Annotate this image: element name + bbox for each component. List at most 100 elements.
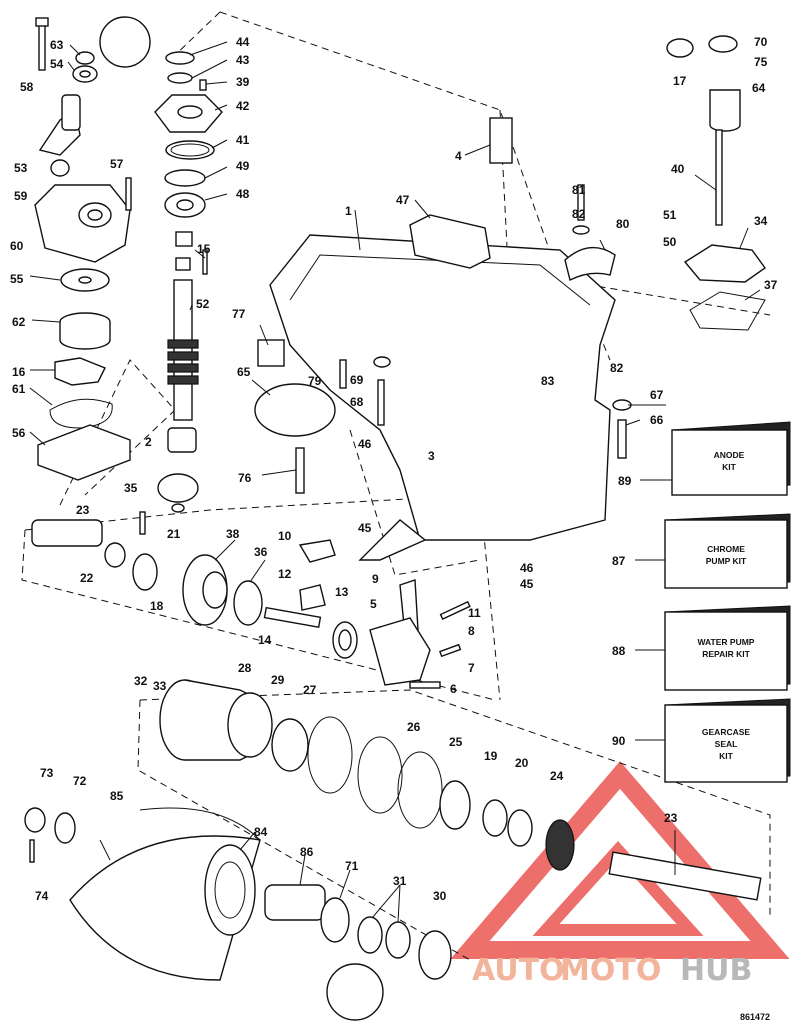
callout-label: 83 <box>541 374 555 388</box>
callout-label: 55 <box>10 272 24 286</box>
kit-label-line: GEARCASE <box>702 727 751 737</box>
kit-box-chrome-pump <box>635 513 791 589</box>
callout-label: 62 <box>12 315 26 329</box>
watermark-logo <box>450 761 790 959</box>
callout-label: 43 <box>236 53 250 67</box>
kit-number: 89 <box>618 474 632 488</box>
kit-number: 88 <box>612 644 626 658</box>
parts <box>24 16 766 1021</box>
callout-label: 28 <box>238 661 252 675</box>
callout-label: 77 <box>232 307 246 321</box>
kit-label-line: WATER PUMP <box>698 637 755 647</box>
callout-label: 34 <box>754 214 768 228</box>
callout-label: 23 <box>76 503 90 517</box>
callout-label: 47 <box>396 193 410 207</box>
callout-label: 23 <box>664 811 678 825</box>
callout-label: 40 <box>671 162 685 176</box>
callout-label: 17 <box>673 74 687 88</box>
callout-label: 24 <box>550 769 564 783</box>
watermark-auto: AUTO <box>472 953 565 988</box>
callout-label: 46 <box>358 437 372 451</box>
callout-label: 27 <box>303 683 317 697</box>
callout-label: 19 <box>484 749 498 763</box>
callout-label: 8 <box>468 624 475 638</box>
callout-label: 82 <box>572 207 586 221</box>
callout-label: 74 <box>35 889 49 903</box>
kit-label-line: REPAIR KIT <box>702 649 750 659</box>
callout-label: 6 <box>450 682 457 696</box>
leader-lines <box>29 41 761 923</box>
callout-label: 86 <box>300 845 314 859</box>
kit-label-line: KIT <box>722 462 737 472</box>
callout-label: 22 <box>80 571 94 585</box>
kit-number: 87 <box>612 554 626 568</box>
callout-label: 10 <box>278 529 292 543</box>
callout-label: 46 <box>520 561 534 575</box>
callout-label: 38 <box>226 527 240 541</box>
callout-label: 4 <box>455 149 462 163</box>
callout-label: 14 <box>258 633 272 647</box>
kit-box-anode <box>640 421 791 496</box>
drawing-reference: 861472 <box>740 1012 770 1022</box>
kit-label-line: CHROME <box>707 544 745 554</box>
callout-label: 15 <box>197 242 211 256</box>
kit-box-gearcase-seal <box>635 698 791 783</box>
watermark-moto: MOTO <box>560 953 661 988</box>
kit-number: 90 <box>612 734 626 748</box>
callout-label: 54 <box>50 57 64 71</box>
callout-label: 49 <box>236 159 250 173</box>
callout-label: 58 <box>20 80 34 94</box>
callout-label: 42 <box>236 99 250 113</box>
callout-label: 52 <box>196 297 210 311</box>
callout-label: 66 <box>650 413 664 427</box>
callout-label: 56 <box>12 426 26 440</box>
watermark-text: AUTO MOTO HUB <box>472 953 752 988</box>
callout-label: 45 <box>520 577 534 591</box>
callout-label: 29 <box>271 673 285 687</box>
kit-label-line: ANODE <box>714 450 745 460</box>
callout-label: 26 <box>407 720 421 734</box>
callout-label: 11 <box>468 606 481 620</box>
callout-label: 57 <box>110 157 124 171</box>
callout-label: 21 <box>167 527 181 541</box>
callout-label: 64 <box>752 81 766 95</box>
callout-label: 31 <box>393 874 407 888</box>
callout-label: 69 <box>350 373 364 387</box>
callout-label: 2 <box>145 435 152 449</box>
callout-label: 61 <box>12 382 26 396</box>
kit-boxes <box>635 421 791 783</box>
callout-label: 79 <box>308 374 322 388</box>
callout-label: 50 <box>663 235 677 249</box>
callout-label: 7 <box>468 661 475 675</box>
callout-label: 67 <box>650 388 664 402</box>
callout-label: 32 <box>134 674 148 688</box>
callout-label: 51 <box>663 208 677 222</box>
callout-label: 73 <box>40 766 54 780</box>
watermark-hub: HUB <box>680 953 752 988</box>
callout-label: 70 <box>754 35 768 49</box>
callout-label: 35 <box>124 481 138 495</box>
callout-label: 3 <box>428 449 435 463</box>
callout-label: 44 <box>236 35 250 49</box>
callout-label: 33 <box>153 679 167 693</box>
callout-label: 72 <box>73 774 87 788</box>
callout-label: 76 <box>238 471 252 485</box>
callout-label: 80 <box>616 217 630 231</box>
callout-label: 18 <box>150 599 164 613</box>
callouts: 1 2 3 4 5 6 7 8 9 10 11 12 13 14 15 16 1… <box>10 35 778 903</box>
callout-label: 16 <box>12 365 26 379</box>
callout-label: 5 <box>370 597 377 611</box>
callout-label: 1 <box>345 204 352 218</box>
callout-label: 63 <box>50 38 64 52</box>
callout-label: 9 <box>372 572 379 586</box>
callout-label: 36 <box>254 545 268 559</box>
callout-label: 82 <box>610 361 624 375</box>
callout-label: 30 <box>433 889 447 903</box>
callout-label: 48 <box>236 187 250 201</box>
callout-label: 71 <box>345 859 359 873</box>
callout-label: 59 <box>14 189 28 203</box>
callout-label: 53 <box>14 161 28 175</box>
kit-label-line: PUMP KIT <box>706 556 747 566</box>
callout-label: 39 <box>236 75 250 89</box>
callout-label: 85 <box>110 789 124 803</box>
